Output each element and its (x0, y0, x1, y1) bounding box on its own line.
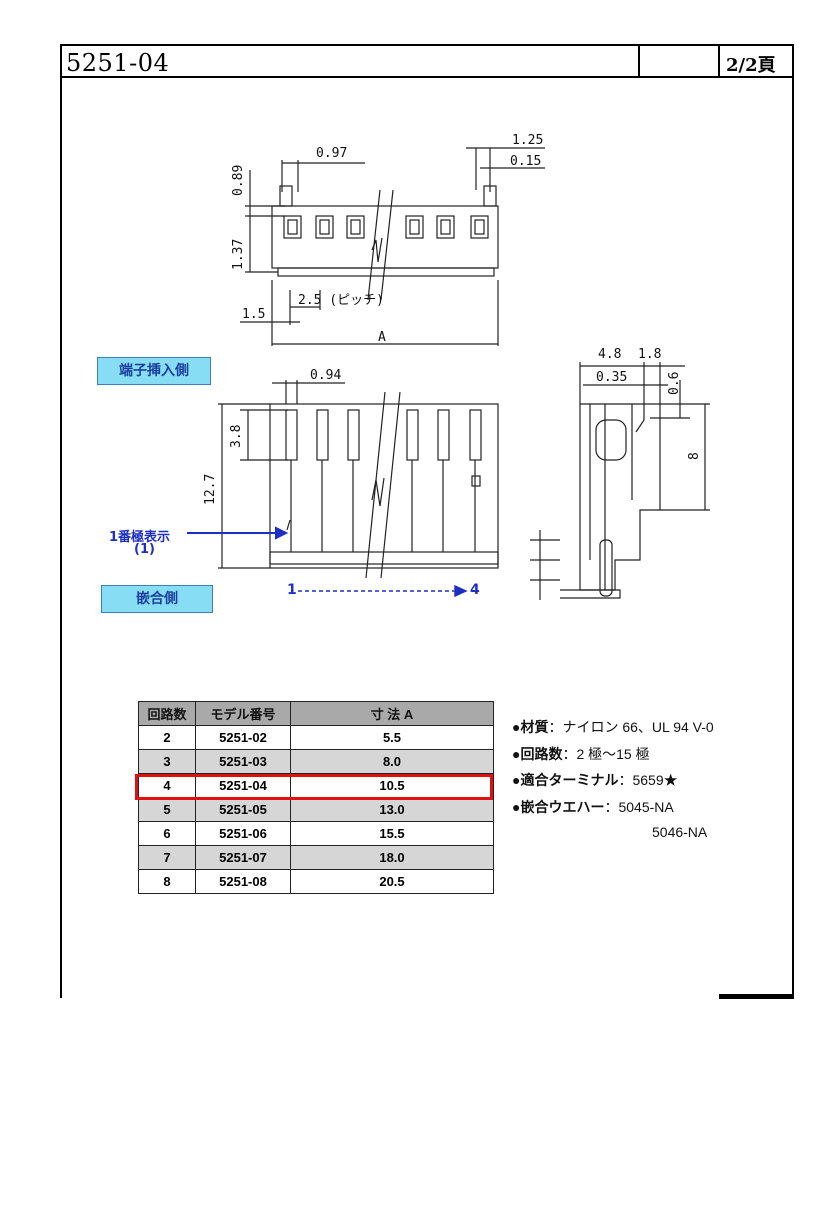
terminal-insertion-side-label: 端子挿入側 (97, 357, 211, 385)
note-terminal: ●適合ターミナル：5659★ (512, 770, 678, 790)
header-circuits: 回路数 (138, 701, 196, 726)
dim-text: 1.8 (638, 347, 661, 362)
dim-text: 0.97 (316, 146, 347, 161)
pin1-arrow (187, 526, 289, 540)
circuit-start: 1 (287, 582, 297, 598)
top-view (240, 147, 545, 346)
dim-text: 0.15 (510, 154, 541, 169)
table-header-row: 回路数 モデル番号 寸 法 A (138, 701, 494, 726)
note-circuits: ●回路数：2 極～15 極 (512, 744, 650, 764)
cell: 8.0 (290, 749, 494, 774)
dim-text: 2.5 (ピッチ) (298, 293, 384, 308)
note-label: ●材質 (512, 719, 549, 735)
dim-text: 0.35 (596, 370, 627, 385)
cell: 5251-08 (195, 869, 291, 894)
dim-text: 1.25 (512, 133, 543, 148)
header-divider (638, 46, 640, 76)
dim-text: 0.6 (667, 372, 682, 395)
top-view-lip (277, 267, 495, 277)
title-block: 5251-04 2/2頁 (60, 44, 794, 78)
header-dim-a: 寸 法 A (290, 701, 494, 726)
note-value: ：ナイロン 66、UL 94 V-0 (548, 719, 714, 735)
top-view-cavities (283, 215, 489, 239)
cell: 13.0 (290, 797, 494, 822)
note-value: ：2 極～15 極 (562, 746, 650, 762)
cell: 5251-03 (195, 749, 291, 774)
page-number: 2/2頁 (726, 55, 776, 76)
circuit-end: 4 (470, 582, 480, 598)
cell: 3 (138, 749, 196, 774)
front-view (218, 380, 499, 579)
mating-side-label: 嵌合側 (101, 585, 213, 613)
cell: 20.5 (290, 869, 494, 894)
note-value: ：5045-NA (604, 799, 674, 815)
cell: 5.5 (290, 725, 494, 750)
dim-text: 1.37 (231, 239, 246, 270)
note-label: ●適合ターミナル (512, 772, 619, 788)
cell: 8 (138, 869, 196, 894)
cell: 18.0 (290, 845, 494, 870)
dim-text: 8 (687, 452, 702, 460)
note-material: ●材質：ナイロン 66、UL 94 V-0 (512, 717, 714, 737)
cell: 6 (138, 821, 196, 846)
cell: 5251-06 (195, 821, 291, 846)
cell: 5251-07 (195, 845, 291, 870)
front-view-slots (285, 409, 482, 552)
cell: 5251-02 (195, 725, 291, 750)
dim-text: 0.89 (231, 165, 246, 196)
dim-text: 1.5 (242, 307, 265, 322)
dim-text: 4.8 (598, 347, 621, 362)
top-view-post-left (279, 185, 293, 207)
highlighted-row-box (135, 774, 493, 800)
cell: 7 (138, 845, 196, 870)
circuit-direction-arrow (298, 584, 468, 598)
note-wafer: ●嵌合ウエハー：5045-NA (512, 797, 674, 817)
header-model: モデル番号 (195, 701, 291, 726)
note-label: ●回路数 (512, 746, 563, 762)
pin1-mark-sub: (1) (134, 542, 155, 557)
side-view (530, 362, 710, 600)
dim-text: 12.7 (203, 474, 218, 505)
side-view-outline (579, 403, 661, 591)
cell: 15.5 (290, 821, 494, 846)
dim-text: A (378, 330, 386, 345)
note-value: ：5659★ (618, 772, 678, 788)
cell: 5251-05 (195, 797, 291, 822)
header-divider (718, 46, 720, 76)
note-wafer-2: 5046-NA (652, 824, 708, 840)
cell: 2 (138, 725, 196, 750)
note-label: ●嵌合ウエハー (512, 799, 605, 815)
dim-text: 3.8 (229, 425, 244, 448)
part-number-title: 5251-04 (66, 49, 170, 77)
dim-text: 0.94 (310, 368, 341, 383)
cell: 5 (138, 797, 196, 822)
frame-bottom-mark (719, 994, 794, 999)
pin1-mark-label: 1番極表示 (109, 530, 171, 545)
